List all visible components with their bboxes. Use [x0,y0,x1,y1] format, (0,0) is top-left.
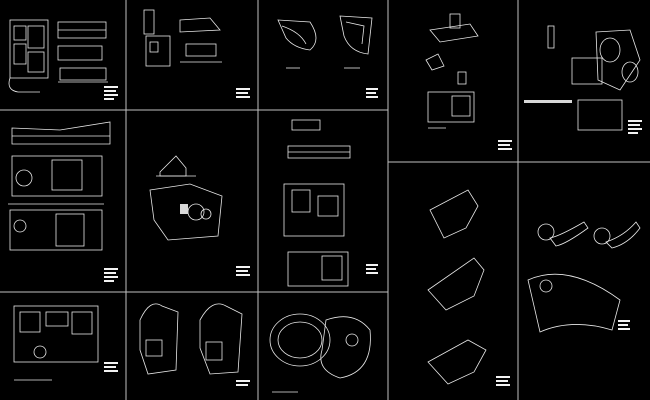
panel-courtyard-house [13,305,118,381]
title-block-line [628,120,642,122]
title-block-line [628,132,638,134]
title-block-line [236,88,250,90]
title-block-line [496,384,510,386]
title-block-line [628,124,640,126]
title-block-line [498,144,510,146]
panel-pavilion [8,121,118,282]
title-block-line [104,276,118,278]
panel-site-plan [524,25,642,134]
title-block-line [366,268,376,270]
title-block-line [104,94,118,96]
title-block-line [618,324,628,326]
title-block-line [236,96,250,98]
panel-block [283,119,378,287]
title-block-line [496,380,508,382]
panel-curved-buildings [527,221,641,333]
title-block-line [104,90,116,92]
panel-section-and-plan [143,9,250,98]
title-block-line [628,128,642,130]
title-block-line [236,266,250,268]
title-block-line [618,320,630,322]
panel-sketch-plans [425,13,512,150]
title-block-line [236,384,248,386]
panel-residence-plan [8,19,118,100]
panel-chapel [149,155,250,276]
title-block-line [366,92,376,94]
title-block-line [104,272,116,274]
title-block-line [104,280,114,282]
title-block-line [104,362,118,364]
title-block-line [104,366,116,368]
title-block-line [366,88,378,90]
title-block-line [366,264,378,266]
title-block-line [618,328,630,330]
title-block-line [236,270,248,272]
title-block-line [104,98,114,100]
title-block-line [236,274,250,276]
panel-curved-plans [277,15,378,98]
title-block-line [498,148,512,150]
title-block-line [104,86,118,88]
title-block-line [366,272,378,274]
title-block-line [496,376,510,378]
title-block-line [236,380,250,382]
panel-organic-studies [427,189,510,386]
title-block-line [104,370,118,372]
title-block-line [498,140,512,142]
title-block-line [104,268,118,270]
panel-twin-organic-plans [139,303,250,386]
panel-oval-site [269,313,371,393]
title-block-line [236,92,248,94]
title-block-line [366,96,378,98]
